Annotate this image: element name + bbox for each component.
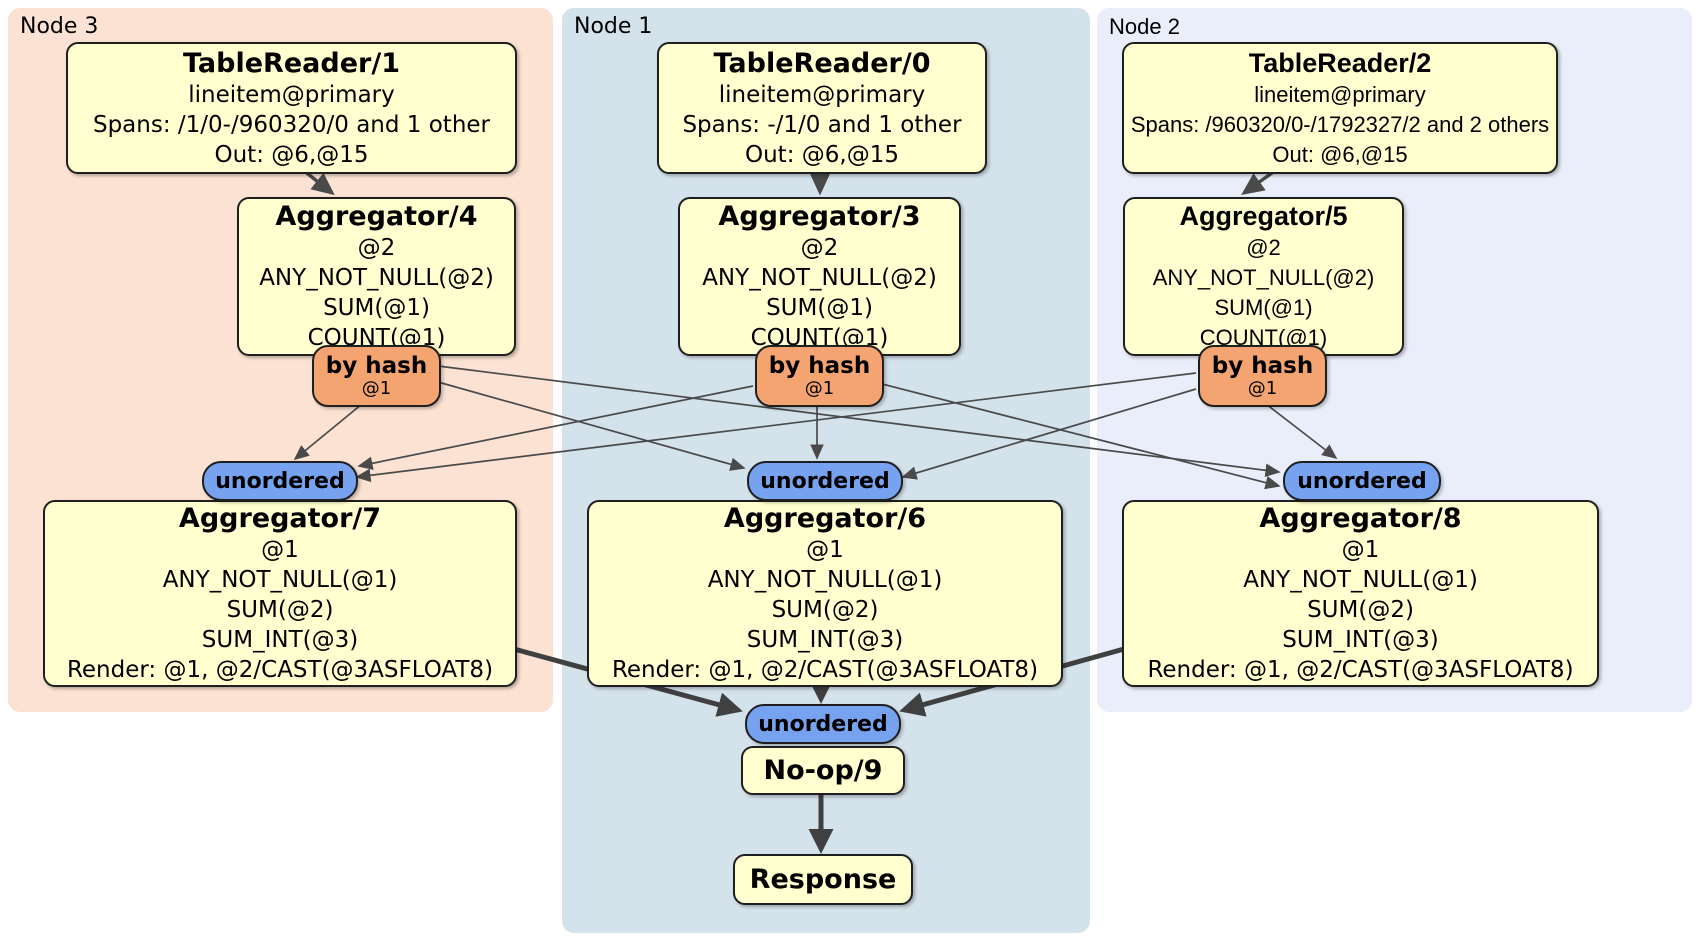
- processor-line: SUM_INT(@3): [746, 627, 904, 653]
- processor-title: Aggregator/3: [718, 201, 921, 232]
- plan-edge: [293, 403, 363, 461]
- region-node3-label: Node 3: [20, 14, 99, 39]
- router-tag: @1: [361, 378, 392, 399]
- sync-label: unordered: [215, 468, 345, 494]
- processor-line: ANY_NOT_NULL(@2): [259, 265, 494, 291]
- processor-line: lineitem@primary: [188, 81, 395, 108]
- processor-noop-9: No-op/9: [741, 746, 905, 795]
- processor-line: Out: @6,@15: [745, 141, 899, 168]
- processor-aggregator-6: Aggregator/6 @1 ANY_NOT_NULL(@1) SUM(@2)…: [587, 500, 1063, 687]
- processor-aggregator-5: Aggregator/5 @2 ANY_NOT_NULL(@2) SUM(@1)…: [1123, 197, 1404, 356]
- processor-title: Aggregator/7: [178, 503, 382, 534]
- processor-line: lineitem@primary: [718, 81, 926, 108]
- processor-line: SUM(@2): [226, 597, 334, 623]
- processor-line: Render: @1, @2/CAST(@3ASFLOAT8): [1147, 657, 1574, 683]
- processor-line: ANY_NOT_NULL(@1): [1243, 567, 1478, 593]
- processor-line: ANY_NOT_NULL(@1): [162, 567, 398, 593]
- region-node1-label: Node 1: [574, 14, 653, 39]
- processor-title: TableReader/2: [1248, 47, 1432, 78]
- processor-response: Response: [733, 854, 913, 905]
- processor-line: @2: [1246, 235, 1281, 260]
- router-label: by hash: [768, 353, 871, 379]
- sync-unordered-final: unordered: [745, 704, 901, 744]
- plan-edge: [357, 385, 754, 470]
- processor-line: @2: [357, 235, 396, 261]
- processor-line: Out: @6,@15: [1272, 141, 1408, 167]
- plan-edge: [355, 372, 1197, 483]
- processor-line: ANY_NOT_NULL(@2): [702, 265, 937, 291]
- processor-title: Aggregator/4: [275, 201, 478, 232]
- processor-title: Aggregator/6: [723, 503, 927, 534]
- region-node2-label: Node 2: [1109, 14, 1180, 39]
- processor-line: ANY_NOT_NULL(@1): [707, 567, 943, 593]
- router-label: by hash: [1211, 353, 1314, 379]
- processor-line: @1: [261, 537, 299, 563]
- processor-line: SUM(@1): [1214, 295, 1313, 320]
- router-by-hash-node2: by hash @1: [1198, 345, 1327, 407]
- processor-line: Render: @1, @2/CAST(@3ASFLOAT8): [66, 657, 494, 683]
- processor-line: SUM(@2): [1307, 597, 1414, 623]
- processor-line: SUM(@2): [771, 597, 879, 623]
- sync-label: unordered: [758, 711, 888, 737]
- plan-edge: [437, 365, 1281, 478]
- processor-line: Out: @6,@15: [214, 141, 369, 168]
- router-by-hash-node1: by hash @1: [755, 345, 884, 407]
- plan-edge: [1265, 403, 1338, 460]
- processor-aggregator-7: Aggregator/7 @1 ANY_NOT_NULL(@1) SUM(@2)…: [43, 500, 517, 687]
- processor-aggregator-8: Aggregator/8 @1 ANY_NOT_NULL(@1) SUM(@2)…: [1122, 500, 1599, 687]
- processor-tablereader-1: TableReader/1 lineitem@primary Spans: /1…: [66, 42, 517, 174]
- processor-title: Aggregator/8: [1259, 503, 1462, 534]
- router-tag: @1: [1247, 378, 1278, 399]
- router-tag: @1: [804, 378, 835, 399]
- sync-label: unordered: [1297, 468, 1427, 494]
- processor-line: SUM_INT(@3): [1282, 627, 1439, 653]
- sync-unordered-node3: unordered: [202, 461, 358, 501]
- router-label: by hash: [325, 353, 428, 379]
- processor-tablereader-2: TableReader/2 lineitem@primary Spans: /9…: [1122, 42, 1558, 174]
- processor-tablereader-0: TableReader/0 lineitem@primary Spans: -/…: [657, 42, 987, 174]
- processor-line: SUM(@1): [323, 295, 430, 321]
- sync-unordered-node1: unordered: [747, 461, 903, 501]
- router-by-hash-node3: by hash @1: [312, 345, 441, 407]
- processor-line: @2: [800, 235, 839, 261]
- processor-title: TableReader/1: [183, 47, 400, 79]
- processor-line: SUM_INT(@3): [201, 627, 359, 653]
- processor-title: Response: [749, 864, 897, 895]
- processor-line: Spans: -/1/0 and 1 other: [682, 111, 962, 138]
- processor-line: Spans: /960320/0-/1792327/2 and 2 others: [1130, 111, 1550, 137]
- processor-line: Spans: /1/0-/960320/0 and 1 other: [92, 111, 491, 138]
- plan-edge: [437, 381, 746, 471]
- processor-line: SUM(@1): [766, 295, 873, 321]
- processor-line: Render: @1, @2/CAST(@3ASFLOAT8): [611, 657, 1039, 683]
- processor-aggregator-3: Aggregator/3 @2 ANY_NOT_NULL(@2) SUM(@1)…: [678, 197, 961, 356]
- processor-line: lineitem@primary: [1254, 81, 1426, 107]
- sync-label: unordered: [760, 468, 890, 494]
- processor-title: No-op/9: [763, 755, 883, 786]
- processor-title: TableReader/0: [713, 47, 931, 79]
- plan-edge: [881, 383, 1281, 490]
- processor-line: @1: [1341, 537, 1380, 563]
- processor-aggregator-4: Aggregator/4 @2 ANY_NOT_NULL(@2) SUM(@1)…: [237, 197, 516, 356]
- plan-edge: [901, 388, 1197, 480]
- processor-line: ANY_NOT_NULL(@2): [1152, 265, 1375, 290]
- processor-title: Aggregator/5: [1179, 201, 1348, 231]
- processor-line: @1: [806, 537, 844, 563]
- sync-unordered-node2: unordered: [1283, 461, 1441, 501]
